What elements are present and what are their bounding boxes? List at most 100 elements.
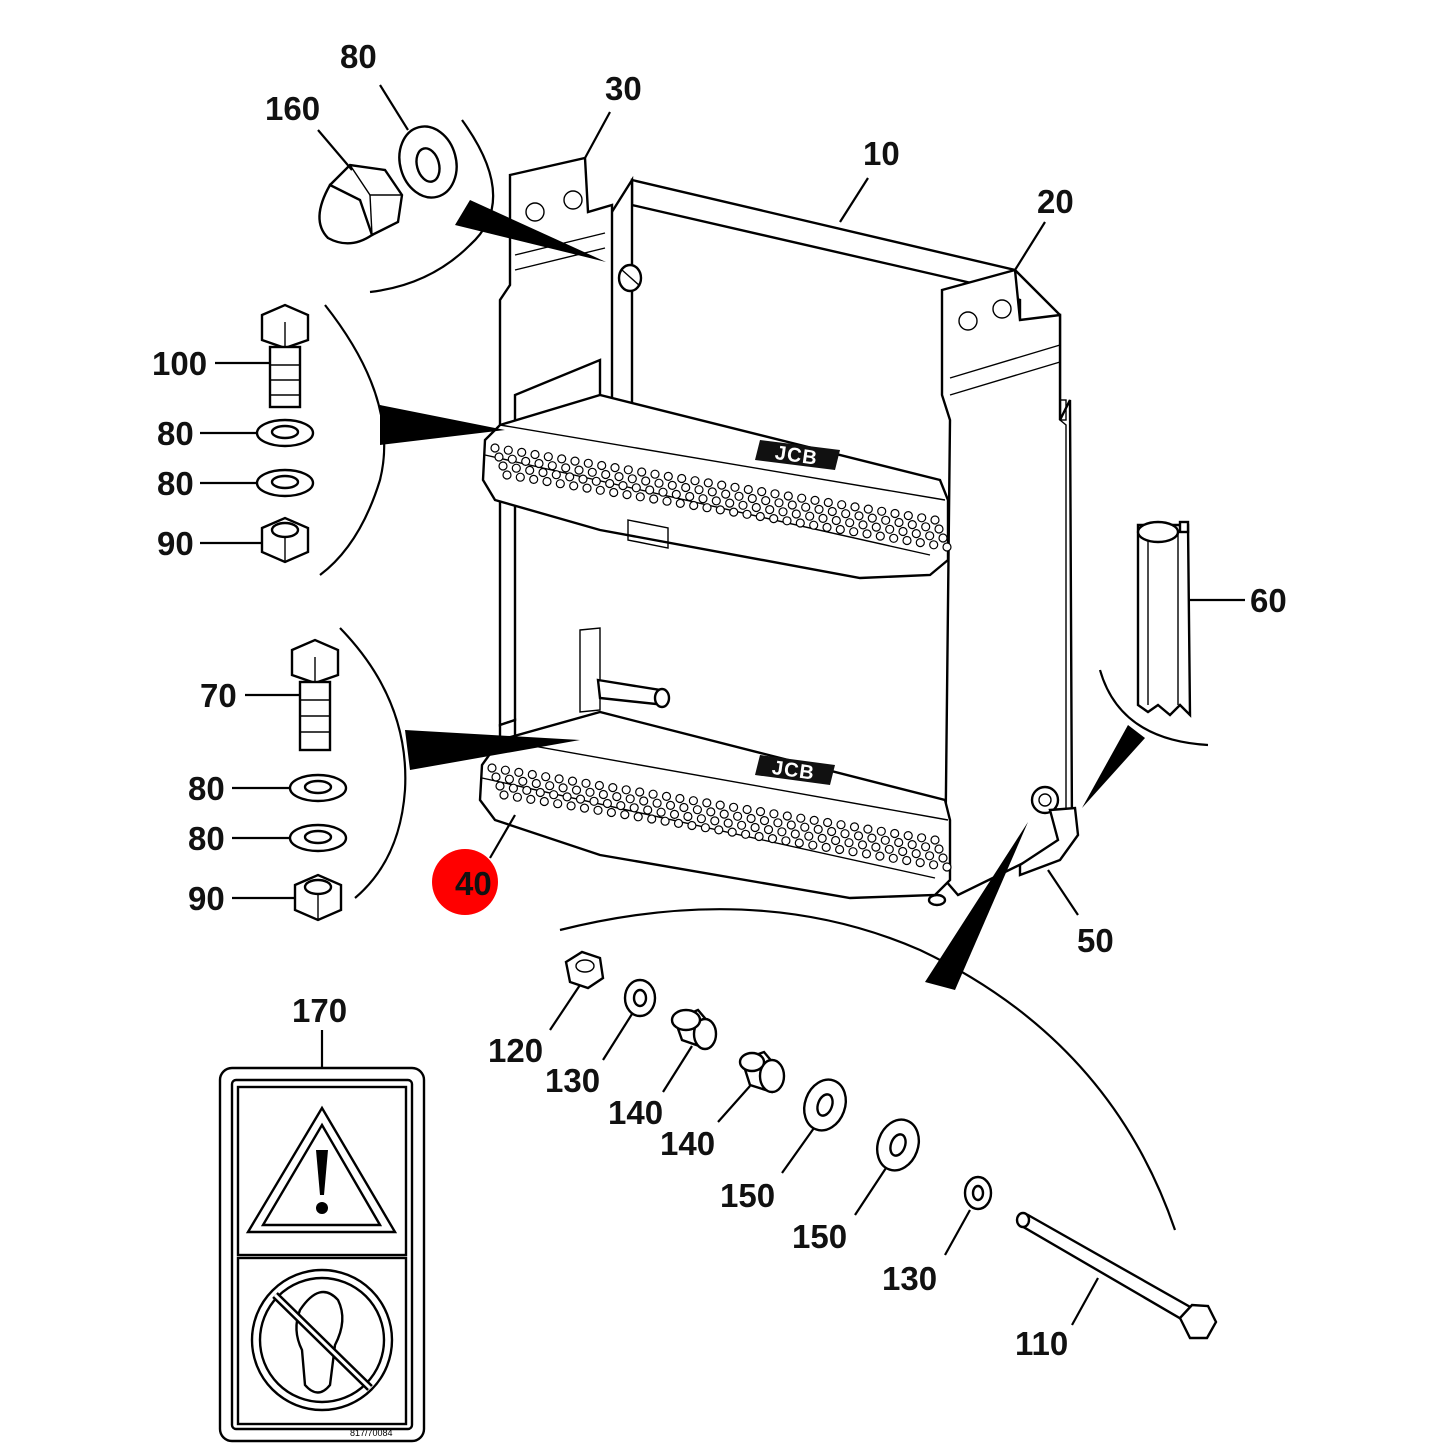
- tread-stud: [840, 829, 850, 839]
- tread-stud: [755, 806, 766, 817]
- tread-stud: [845, 518, 855, 528]
- tread-stud: [888, 853, 898, 863]
- tread-stud: [934, 844, 944, 854]
- tread-stud: [627, 474, 637, 484]
- tread-stud: [844, 838, 854, 848]
- upper-step-logo: JCB: [755, 440, 840, 470]
- tread-stud: [614, 472, 624, 482]
- tread-stud: [942, 862, 952, 872]
- lower-step-tread: JCB: [478, 710, 952, 907]
- tread-stud: [637, 467, 647, 477]
- callout-150: 150: [720, 1177, 775, 1214]
- washer-icon: [876, 1118, 920, 1172]
- tread-stud: [547, 461, 557, 471]
- tread-stud: [507, 454, 517, 464]
- callout-80: 80: [188, 820, 225, 857]
- mounting-bracket: [1018, 806, 1080, 877]
- tread-stud: [700, 823, 711, 833]
- tread-stud: [757, 487, 767, 497]
- tread-stud: [743, 484, 753, 495]
- tread-stud: [647, 814, 657, 824]
- tread-stud: [631, 483, 641, 493]
- tread-stud: [706, 807, 716, 817]
- tread-stud: [667, 480, 677, 490]
- tread-stud: [635, 492, 645, 502]
- tread-stud: [692, 805, 703, 815]
- tread-stud: [826, 826, 837, 837]
- tread-stud: [765, 505, 775, 515]
- tread-stud: [683, 811, 693, 822]
- tread-stud: [554, 774, 564, 784]
- callout-10: 10: [863, 135, 900, 172]
- tread-stud: [605, 478, 615, 489]
- tread-stud: [571, 785, 582, 795]
- tread-stud: [942, 542, 952, 552]
- callout-40: 40: [455, 865, 492, 902]
- tread-stud: [591, 476, 601, 486]
- callout-140: 140: [660, 1125, 715, 1162]
- tread-stud: [921, 522, 931, 532]
- tread-stud: [598, 789, 609, 800]
- tread-stud: [648, 789, 658, 799]
- tread-stud: [575, 794, 586, 804]
- tread-stud: [673, 818, 684, 829]
- tread-stud: [736, 820, 747, 830]
- washer-icon: [255, 418, 315, 448]
- tread-stud: [911, 848, 921, 859]
- tread-stud: [583, 458, 593, 468]
- washer-icon: [963, 1175, 993, 1211]
- washer-icon: [288, 823, 348, 853]
- tread-stud: [875, 531, 885, 541]
- tread-stud: [675, 498, 685, 508]
- tread-stud: [581, 778, 591, 788]
- tread-stud: [649, 494, 659, 504]
- tread-stud: [582, 483, 592, 493]
- tread-stud: [738, 500, 748, 510]
- no-step-icon: [250, 1268, 394, 1412]
- tread-stud: [857, 840, 868, 850]
- tread-stud: [871, 522, 881, 532]
- tread-stud: [746, 813, 756, 824]
- tread-stud: [574, 465, 584, 475]
- highlight-marker: [432, 849, 498, 915]
- callout-80: 80: [157, 415, 194, 452]
- tread-stud: [770, 489, 780, 499]
- callout-150: 150: [792, 1218, 847, 1255]
- callout-90: 90: [188, 880, 225, 917]
- tread-stud: [553, 799, 563, 809]
- acorn-nut-icon: [318, 163, 404, 245]
- tread-stud: [543, 452, 553, 462]
- tread-stud: [685, 491, 695, 502]
- tread-stud: [557, 454, 567, 464]
- tread-stud: [898, 846, 908, 857]
- tread-stud: [687, 820, 697, 831]
- tread-stud: [495, 781, 505, 791]
- tread-stud: [790, 829, 800, 839]
- tread-stud: [740, 829, 751, 839]
- tread-stud: [929, 540, 939, 550]
- tread-stud: [903, 510, 913, 521]
- tread-stud: [622, 490, 632, 500]
- tread-stud: [565, 472, 575, 482]
- tread-stud: [579, 803, 590, 813]
- tread-stud: [487, 763, 497, 773]
- tread-stud: [639, 796, 649, 806]
- tread-stud: [661, 791, 672, 802]
- tread-stud: [894, 837, 904, 848]
- tread-stud: [777, 827, 787, 837]
- callout-130: 130: [545, 1062, 600, 1099]
- tread-stud: [881, 515, 891, 525]
- tread-stud: [545, 781, 555, 791]
- tread-stud: [633, 812, 643, 822]
- tread-stud: [702, 798, 712, 808]
- callout-170: 170: [292, 992, 347, 1029]
- tread-stud: [808, 840, 818, 850]
- tread-stud: [715, 800, 725, 810]
- tread-stud: [732, 811, 743, 821]
- tread-stud: [850, 502, 860, 512]
- tread-stud: [625, 794, 635, 804]
- tread-stud: [861, 849, 872, 859]
- tread-stud: [849, 822, 860, 832]
- tread-stud: [907, 839, 917, 850]
- tread-stud: [512, 792, 523, 802]
